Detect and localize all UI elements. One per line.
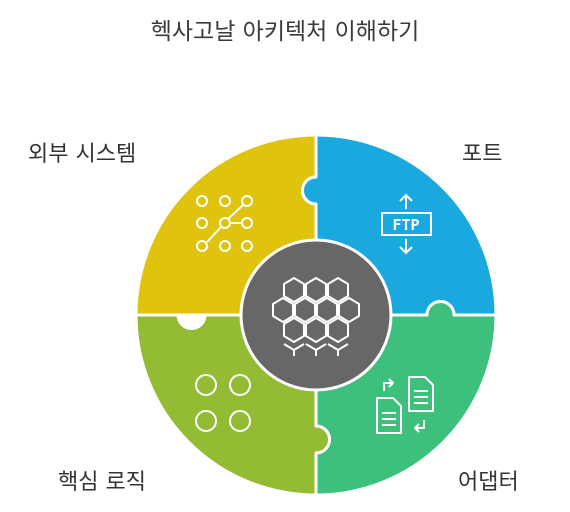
label-adapter: 어댑터 xyxy=(458,470,519,495)
ftp-transfer-icon: FTP xyxy=(381,193,432,255)
label-core-logic: 핵심 로직 xyxy=(58,470,146,495)
four-circles-icon xyxy=(195,374,251,432)
label-port: 포트 xyxy=(462,142,503,167)
diagram-title: 헥사고날 아키텍처 이해하기 xyxy=(150,19,420,45)
label-external-system: 외부 시스템 xyxy=(28,142,137,167)
ftp-label: FTP xyxy=(392,216,419,234)
document-exchange-icon xyxy=(376,376,434,434)
network-nodes-icon xyxy=(196,195,253,252)
hexagon-honeycomb-icon xyxy=(272,277,360,356)
